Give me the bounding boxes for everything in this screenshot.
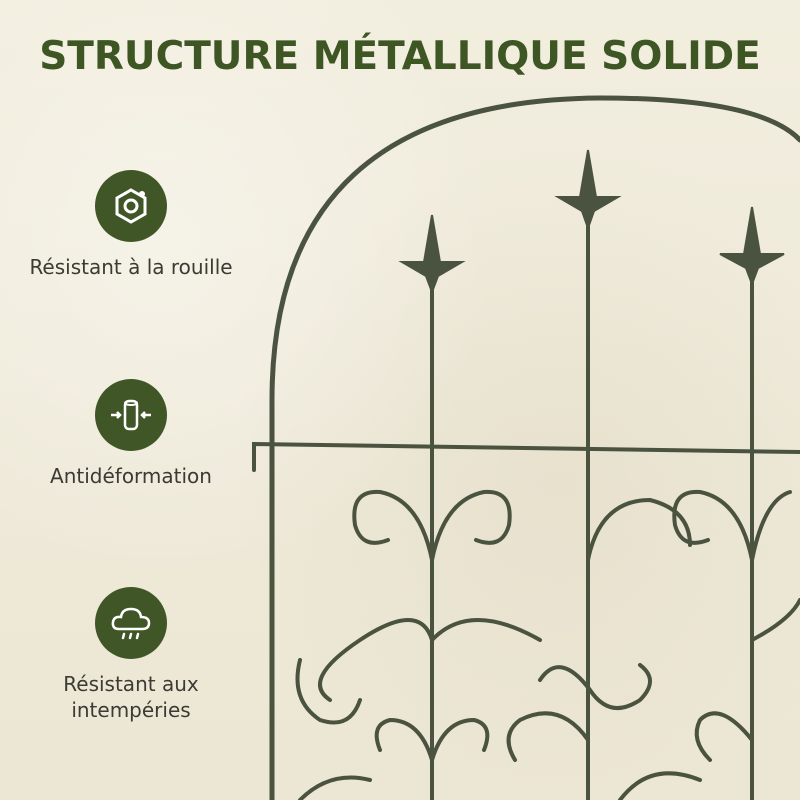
feature-weather-resistant: Résistant aux intempéries (20, 587, 242, 723)
weather-resistant-cloud-icon (95, 587, 167, 659)
feature-label: Résistant aux intempéries (63, 672, 199, 722)
feature-label: Antidéformation (50, 464, 212, 488)
feature-anti-deformation: Antidéformation (20, 379, 242, 489)
feature-label: Résistant à la rouille (29, 255, 233, 279)
rust-resistant-nut-icon (95, 170, 167, 242)
headline: STRUCTURE MÉTALLIQUE SOLIDE (39, 34, 761, 79)
anti-deformation-icon (95, 379, 167, 451)
feature-rust-resistant: Résistant à la rouille (20, 170, 242, 280)
